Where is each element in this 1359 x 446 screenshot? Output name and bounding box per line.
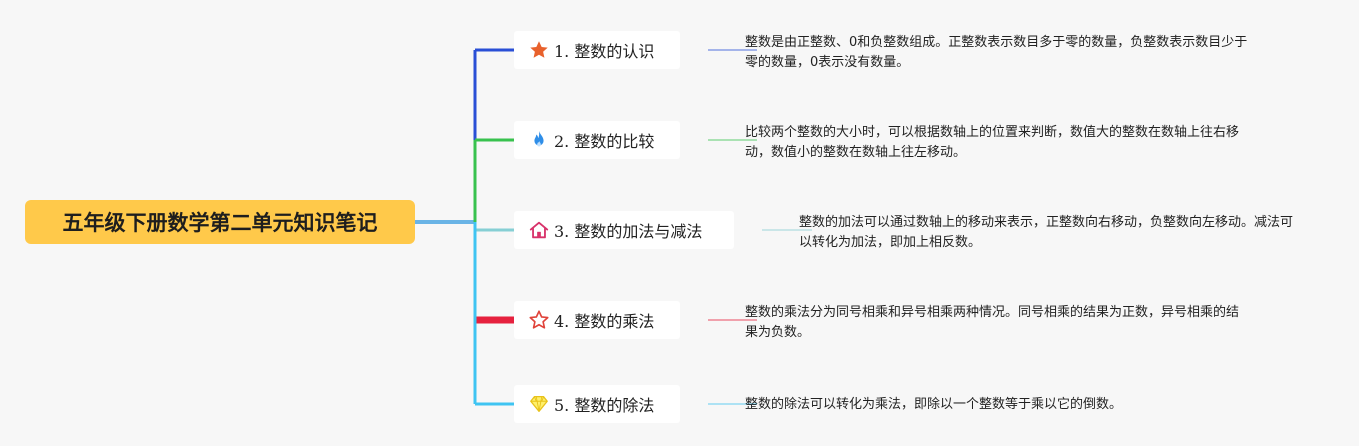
topic-note-2: 比较两个整数的大小时，可以根据数轴上的位置来判断，数值大的整数在数轴上往右移动，… (745, 125, 1240, 160)
flame-icon (528, 129, 550, 151)
topic-node-4[interactable]: 4. 整数的乘法 (514, 301, 680, 339)
topic-label: 3. 整数的加法与减法 (554, 222, 703, 241)
topic-label: 2. 整数的比较 (554, 132, 655, 151)
topic-node-2[interactable]: 2. 整数的比较 (514, 121, 680, 159)
star-outline-icon (528, 309, 550, 331)
topic-node-5[interactable]: 5. 整数的除法 (514, 385, 680, 423)
topic-node-1[interactable]: 1. 整数的认识 (514, 31, 680, 69)
root-topic[interactable]: 五年级下册数学第二单元知识笔记 (25, 200, 415, 244)
topic-label: 1. 整数的认识 (554, 42, 655, 61)
diamond-icon (528, 393, 550, 415)
topic-label: 5. 整数的除法 (554, 396, 655, 415)
topic-note-3: 整数的加法可以通过数轴上的移动来表示，正整数向右移动，负整数向左移动。减法可以转… (799, 215, 1294, 250)
topic-note-4: 整数的乘法分为同号相乘和异号相乘两种情况。同号相乘的结果为正数，异号相乘的结果为… (745, 305, 1240, 340)
topic-note-5: 整数的除法可以转化为乘法，即除以一个整数等于乘以它的倒数。 (745, 397, 1123, 412)
topic-node-3[interactable]: 3. 整数的加法与减法 (514, 211, 734, 249)
star-filled-icon (528, 39, 550, 61)
house-icon (528, 219, 550, 241)
topic-label: 4. 整数的乘法 (554, 312, 655, 331)
topic-note-1: 整数是由正整数、0和负整数组成。正整数表示数目多于零的数量，负整数表示数目少于零… (745, 35, 1248, 70)
